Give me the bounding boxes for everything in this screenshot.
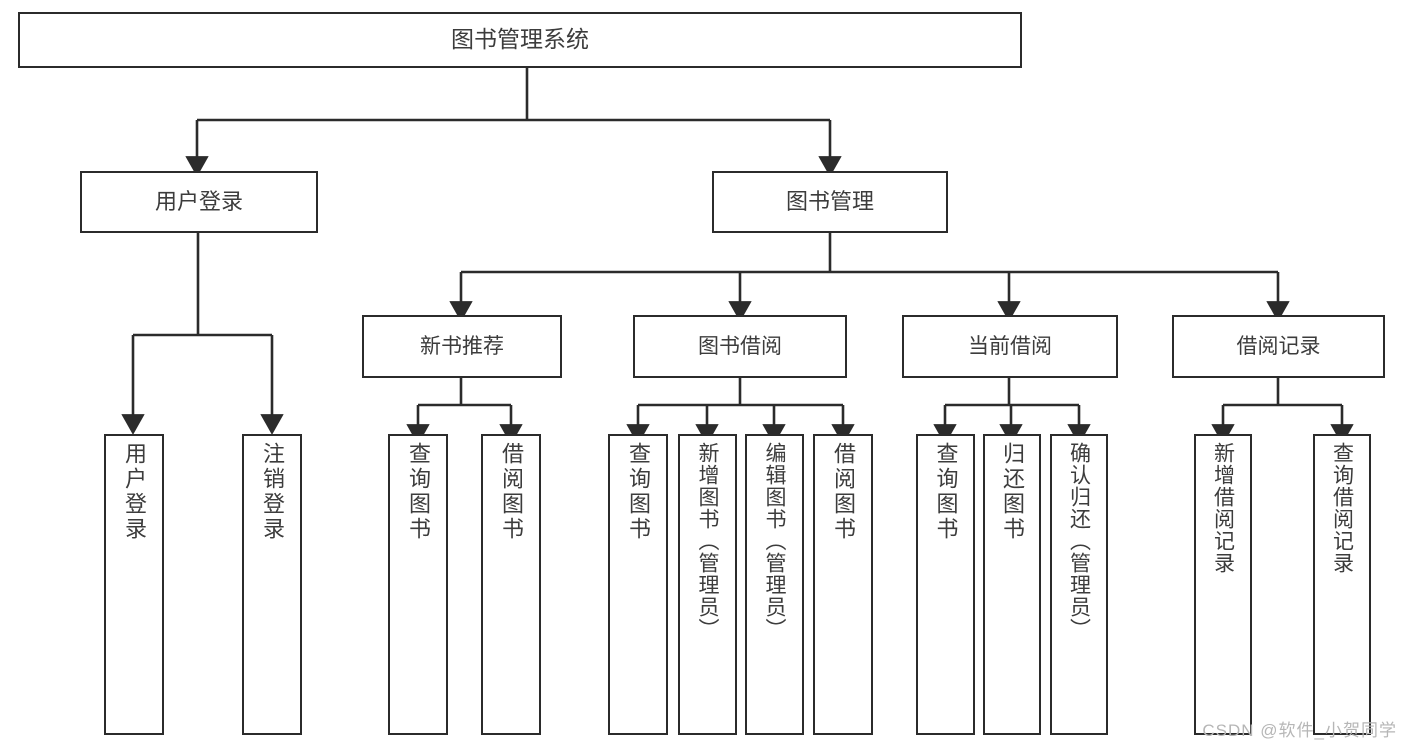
node-book-management[interactable]: 图书管理 [712, 171, 948, 233]
leaf-new-book-recommend-1-label: 借阅图书 [499, 442, 524, 542]
node-borrow-record-label: 借阅记录 [1236, 334, 1321, 358]
leaf-new-book-recommend-0[interactable]: 查询图书 [388, 434, 448, 735]
leaf-borrow-record-0-label: 新增借阅记录 [1211, 442, 1235, 574]
node-new-book-recommend-label: 新书推荐 [420, 334, 504, 358]
leaf-book-borrow-0[interactable]: 查询图书 [608, 434, 668, 735]
node-current-borrow[interactable]: 当前借阅 [902, 315, 1118, 378]
leaf-current-borrow-2[interactable]: 确认归还（管理员） [1050, 434, 1108, 735]
leaf-book-borrow-0-label: 查询图书 [626, 442, 651, 542]
leaf-book-borrow-1[interactable]: 新增图书（管理员） [678, 434, 737, 735]
leaf-current-borrow-0-label: 查询图书 [933, 442, 959, 542]
node-root-label: 图书管理系统 [451, 26, 589, 53]
node-book-borrow[interactable]: 图书借阅 [633, 315, 847, 378]
node-new-book-recommend[interactable]: 新书推荐 [362, 315, 562, 378]
leaf-user-login-0[interactable]: 用户登录 [104, 434, 164, 735]
node-root[interactable]: 图书管理系统 [18, 12, 1022, 68]
leaf-user-login-1[interactable]: 注销登录 [242, 434, 302, 735]
leaf-borrow-record-1-label: 查询借阅记录 [1330, 442, 1354, 574]
leaf-book-borrow-2[interactable]: 编辑图书（管理员） [745, 434, 804, 735]
leaf-current-borrow-1-label: 归还图书 [1000, 442, 1025, 542]
node-user-login-label: 用户登录 [154, 188, 243, 214]
node-book-borrow-label: 图书借阅 [698, 334, 782, 358]
leaf-borrow-record-0[interactable]: 新增借阅记录 [1194, 434, 1252, 735]
leaf-user-login-0-label: 用户登录 [122, 442, 147, 542]
leaf-current-borrow-1[interactable]: 归还图书 [983, 434, 1041, 735]
leaf-user-login-1-label: 注销登录 [260, 442, 285, 542]
watermark: CSDN @软件_小贺同学 [1202, 721, 1397, 740]
node-user-login[interactable]: 用户登录 [80, 171, 318, 233]
node-current-borrow-label: 当前借阅 [968, 334, 1052, 358]
leaf-new-book-recommend-0-label: 查询图书 [406, 442, 431, 542]
leaf-book-borrow-3[interactable]: 借阅图书 [813, 434, 873, 735]
node-book-management-label: 图书管理 [785, 188, 874, 214]
leaf-borrow-record-1[interactable]: 查询借阅记录 [1313, 434, 1371, 735]
leaf-current-borrow-0[interactable]: 查询图书 [916, 434, 975, 735]
leaf-book-borrow-1-label: 新增图书（管理员） [696, 442, 719, 640]
leaf-current-borrow-2-label: 确认归还（管理员） [1067, 442, 1091, 640]
leaf-book-borrow-2-label: 编辑图书（管理员） [763, 442, 786, 640]
node-borrow-record[interactable]: 借阅记录 [1172, 315, 1385, 378]
leaf-book-borrow-3-label: 借阅图书 [831, 442, 856, 542]
leaf-new-book-recommend-1[interactable]: 借阅图书 [481, 434, 541, 735]
